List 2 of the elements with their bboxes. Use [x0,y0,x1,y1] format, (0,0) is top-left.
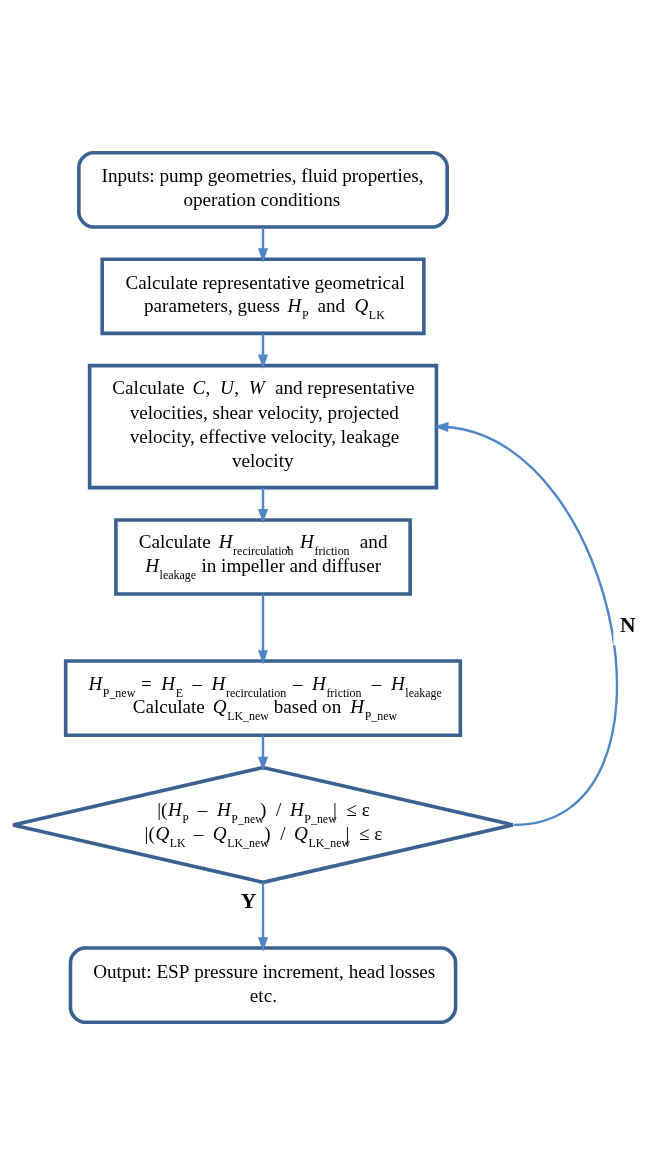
edge-label: Y [240,889,257,914]
edge-label: N [620,612,636,637]
